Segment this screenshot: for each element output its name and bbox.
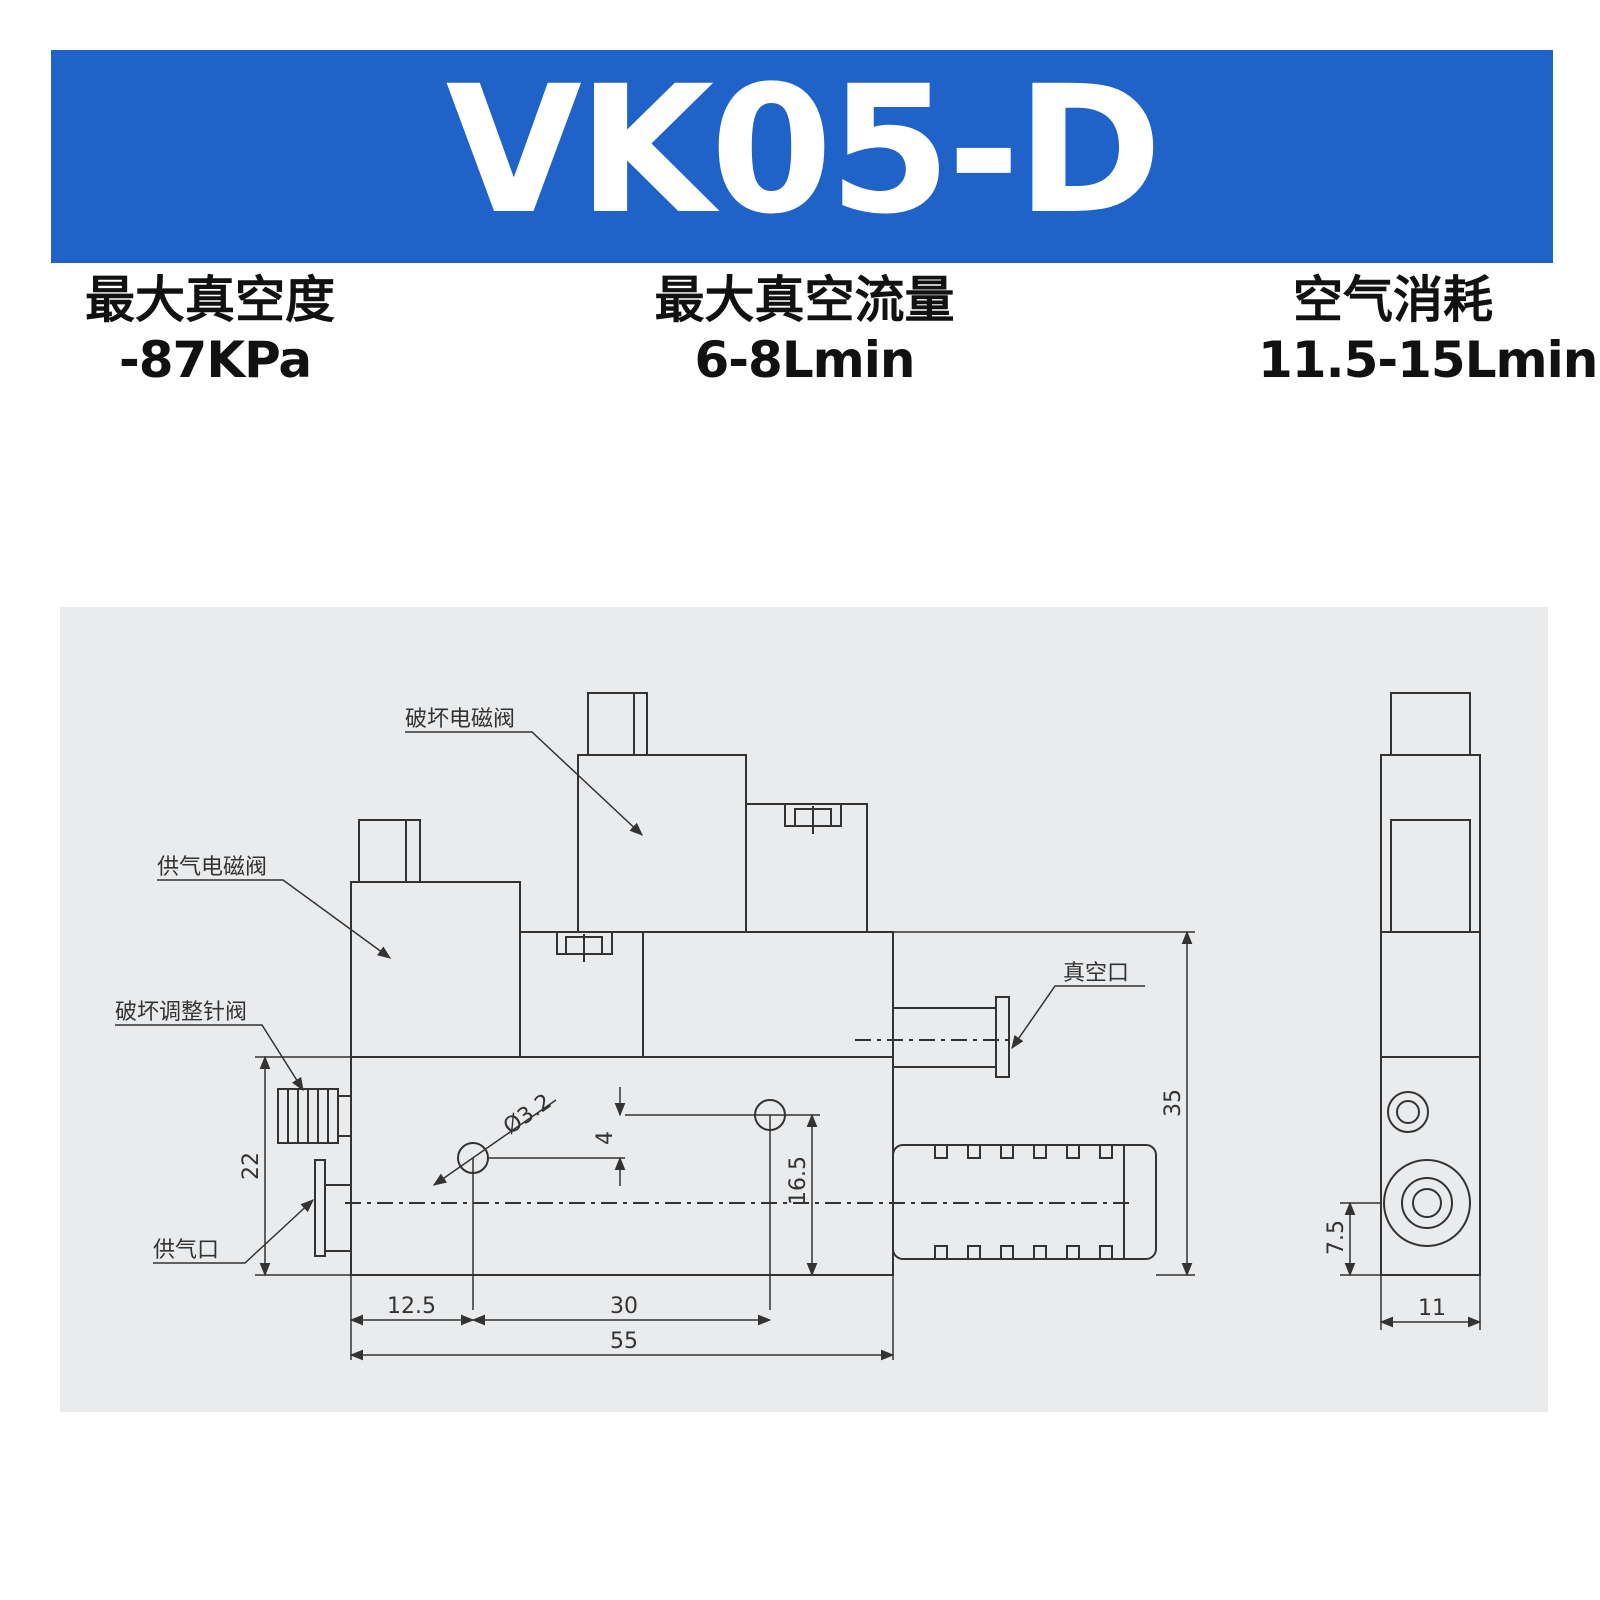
label-supply-valve: 供气电磁阀 [157, 855, 267, 880]
vacuum-port-fitting [892, 1007, 997, 1068]
dim-hole: Ø3.2 [499, 1089, 556, 1139]
dim-11: 11 [1418, 1296, 1446, 1321]
dim-22: 22 [239, 1152, 264, 1180]
supply-solenoid [350, 881, 521, 1058]
diagram-panel [60, 607, 1548, 1412]
break-solenoid-base [745, 803, 868, 933]
upper-body [642, 931, 894, 1058]
side-connector-top [1390, 692, 1471, 756]
supply-solenoid-connector [358, 819, 421, 883]
label-needle-valve: 破坏调整针阀 [115, 1000, 247, 1025]
dim-55: 55 [610, 1329, 638, 1354]
label-vacuum-port: 真空口 [1063, 961, 1129, 986]
spec-max-flow: 最大真空流量 6-8Lmin [652, 271, 957, 390]
dim-35: 35 [1161, 1089, 1186, 1117]
product-title: VK05-D [445, 47, 1163, 253]
dim-16-5: 16.5 [786, 1156, 811, 1205]
side-connector-lower [1390, 819, 1471, 933]
break-solenoid-connector [587, 692, 648, 756]
spec-value: -87KPa [119, 330, 312, 389]
spec-label: 空气消耗 [1293, 271, 1493, 329]
dim-12-5: 12.5 [387, 1294, 436, 1319]
dim-30: 30 [610, 1294, 638, 1319]
label-break-valve: 破坏电磁阀 [405, 707, 515, 732]
dim-7-5: 7.5 [1324, 1220, 1349, 1255]
break-solenoid [577, 754, 747, 933]
label-supply-port: 供气口 [153, 1238, 219, 1263]
side-port-small [1387, 1091, 1429, 1133]
side-body [1380, 1056, 1481, 1276]
spec-max-vacuum: 最大真空度 -87KPa [85, 271, 335, 390]
spec-label: 最大真空度 [85, 271, 335, 329]
supply-solenoid-base [519, 931, 644, 1058]
spec-label: 最大真空流量 [654, 271, 955, 329]
dim-4: 4 [593, 1131, 618, 1145]
side-port-large [1383, 1159, 1471, 1247]
spec-value: 6-8Lmin [694, 330, 915, 389]
supply-port-fitting [324, 1184, 352, 1252]
title-banner: VK05-D [51, 50, 1553, 263]
side-solenoid-upper [1380, 754, 1481, 933]
side-solenoid-lower [1380, 931, 1481, 1058]
